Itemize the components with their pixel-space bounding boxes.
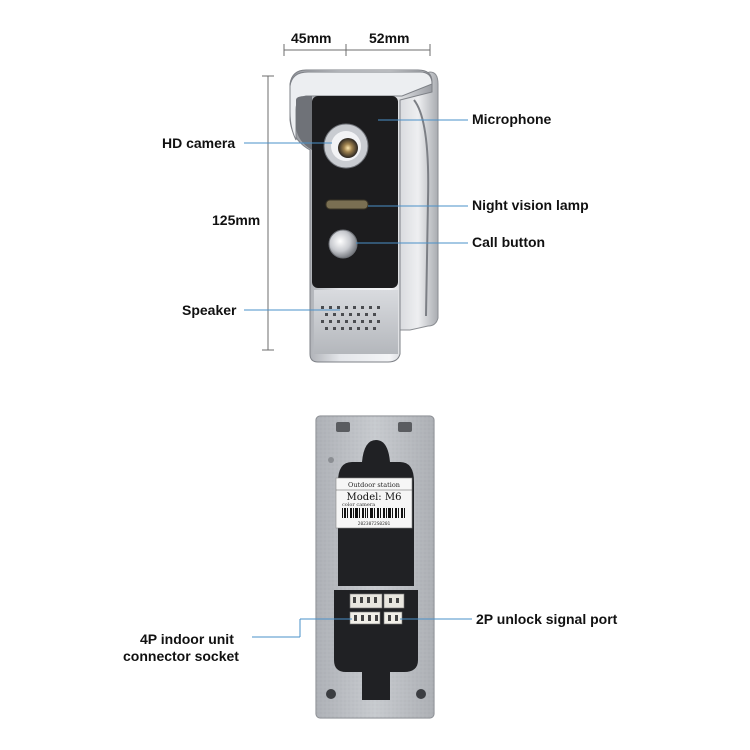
back-device xyxy=(315,415,435,719)
indoor-socket-label-line1: 4P indoor unit xyxy=(140,631,234,647)
night-vision-lamp xyxy=(325,199,369,210)
depth-dimension: 45mm xyxy=(291,30,332,46)
indoor-socket-label-line2: connector socket xyxy=(123,648,239,664)
dimension-lines xyxy=(262,44,431,351)
front-device xyxy=(289,69,439,363)
front-black-panel xyxy=(312,96,398,288)
model-sticker xyxy=(335,477,413,529)
speaker-grille xyxy=(321,306,380,330)
connector-2p xyxy=(383,611,403,625)
unlock-port-label: 2P unlock signal port xyxy=(476,611,618,627)
back-callout-lines xyxy=(252,618,472,638)
speaker-label: Speaker xyxy=(182,302,237,318)
width-dimension: 52mm xyxy=(369,30,410,46)
front-callout-lines xyxy=(244,119,468,311)
sticker-model: Model: M6 xyxy=(347,492,402,503)
night-vision-lamp-label: Night vision lamp xyxy=(472,197,589,213)
sticker-header: Outdoor station xyxy=(348,481,400,489)
call-button-knob xyxy=(328,229,358,259)
connector-4p xyxy=(349,611,381,625)
hd-camera-label: HD camera xyxy=(162,135,236,151)
sticker-type: color camera xyxy=(342,502,375,508)
sticker-serial: 2023072S0201 xyxy=(358,521,391,527)
height-dimension: 125mm xyxy=(212,212,261,228)
barcode xyxy=(342,508,405,518)
microphone-label: Microphone xyxy=(472,111,552,127)
call-button-label: Call button xyxy=(472,234,546,250)
